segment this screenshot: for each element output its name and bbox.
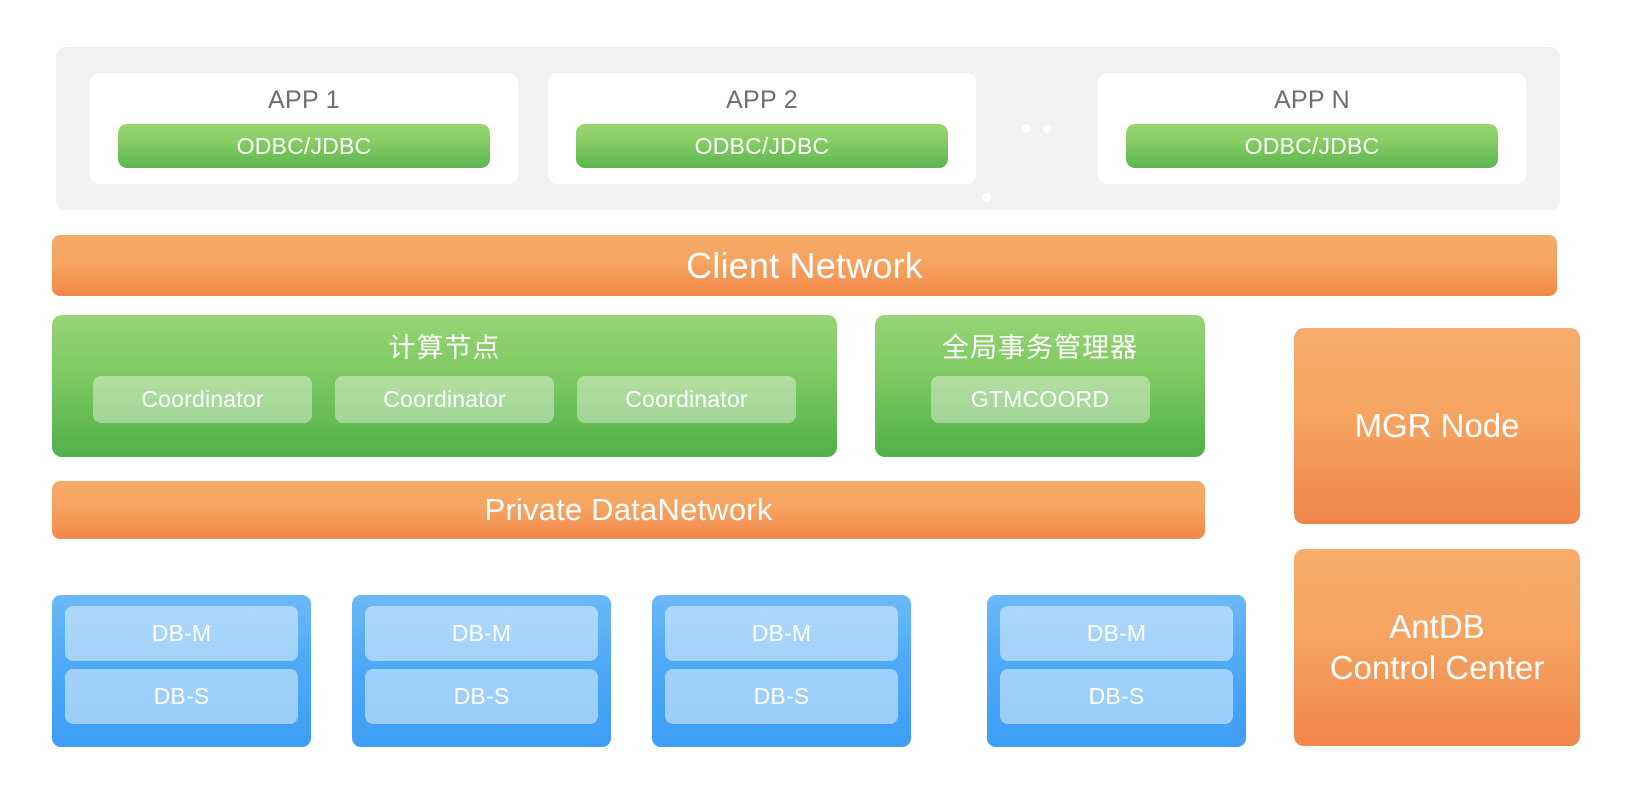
gtm-node-panel: 全局事务管理器 GTMCOORD: [875, 315, 1205, 457]
db-slave-chip-3[interactable]: DB-S: [665, 669, 898, 724]
ellipsis-dot-2: [1043, 124, 1052, 133]
app-tier-container: APP 1 ODBC/JDBC APP 2 ODBC/JDBC APP N OD…: [56, 47, 1560, 210]
db-group-2[interactable]: DB-M DB-S: [352, 595, 611, 747]
antdb-control-center-label: AntDB Control Center: [1330, 607, 1545, 688]
odbc-jdbc-button-1[interactable]: ODBC/JDBC: [118, 124, 490, 168]
client-network-bar: Client Network: [52, 235, 1557, 296]
db-group-4[interactable]: DB-M DB-S: [987, 595, 1246, 747]
private-datanetwork-bar: Private DataNetwork: [52, 481, 1205, 539]
odbc-jdbc-button-n[interactable]: ODBC/JDBC: [1126, 124, 1498, 168]
compute-node-panel: 计算节点 Coordinator Coordinator Coordinator: [52, 315, 837, 457]
db-master-chip-4[interactable]: DB-M: [1000, 606, 1233, 661]
ellipsis-dot-below: [982, 193, 991, 202]
app-card-2[interactable]: APP 2 ODBC/JDBC: [548, 73, 976, 184]
db-master-chip-3[interactable]: DB-M: [665, 606, 898, 661]
mgr-node-box[interactable]: MGR Node: [1294, 328, 1580, 524]
app-card-1[interactable]: APP 1 ODBC/JDBC: [90, 73, 518, 184]
app-title-1: APP 1: [268, 86, 340, 114]
odbc-jdbc-button-2[interactable]: ODBC/JDBC: [576, 124, 948, 168]
gtmcoord-chip[interactable]: GTMCOORD: [930, 376, 1150, 423]
app-card-n[interactable]: APP N ODBC/JDBC: [1098, 73, 1526, 184]
gtm-node-title: 全局事务管理器: [942, 333, 1138, 363]
db-slave-chip-1[interactable]: DB-S: [65, 669, 298, 724]
compute-node-title: 计算节点: [388, 333, 501, 363]
db-master-chip-1[interactable]: DB-M: [65, 606, 298, 661]
app-title-2: APP 2: [726, 86, 798, 114]
coordinator-list: Coordinator Coordinator Coordinator: [93, 376, 796, 423]
gtmcoord-list: GTMCOORD: [930, 376, 1150, 423]
db-group-3[interactable]: DB-M DB-S: [652, 595, 911, 747]
app-title-n: APP N: [1273, 86, 1351, 114]
coordinator-chip-3[interactable]: Coordinator: [577, 376, 796, 423]
db-group-1[interactable]: DB-M DB-S: [52, 595, 311, 747]
app-row: APP 1 ODBC/JDBC APP 2 ODBC/JDBC APP N OD…: [56, 47, 1560, 210]
db-master-chip-2[interactable]: DB-M: [365, 606, 598, 661]
antdb-control-center-box[interactable]: AntDB Control Center: [1294, 549, 1580, 746]
ellipsis-dot-1: [1022, 124, 1031, 133]
db-slave-chip-2[interactable]: DB-S: [365, 669, 598, 724]
antdb-control-center-line1: AntDB: [1389, 608, 1485, 646]
antdb-control-center-line2: Control Center: [1329, 648, 1545, 686]
coordinator-chip-1[interactable]: Coordinator: [93, 376, 312, 423]
db-slave-chip-4[interactable]: DB-S: [1000, 669, 1233, 724]
coordinator-chip-2[interactable]: Coordinator: [335, 376, 554, 423]
app-ellipsis: [976, 73, 1098, 184]
